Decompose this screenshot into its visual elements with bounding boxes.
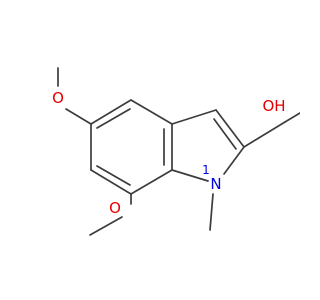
methoxy-oxygen-lower-label: O — [109, 199, 121, 217]
bond-c6-c7 — [90, 169, 132, 195]
bond-c4-c5 — [90, 99, 132, 125]
bond-c4-c5-inner — [96, 108, 131, 129]
bond-ch2-oh — [284, 112, 300, 123]
bond-n1-c7a — [171, 169, 209, 182]
bond-c3a-c4 — [130, 99, 173, 125]
bond-c7-c7a — [130, 169, 173, 195]
hydroxyl-label: OH — [262, 97, 285, 115]
bond-c6-c7-inner — [96, 165, 131, 186]
bond-c2-n1 — [223, 146, 245, 175]
bond-c3-c2 — [215, 109, 245, 148]
bond-c5-o-upper — [65, 108, 92, 125]
methoxy-oxygen-upper-label: O — [52, 89, 64, 107]
bond-o-lower-methyl — [89, 216, 123, 236]
molecule-structure-diagram: O O OH N 1 — [52, 67, 300, 236]
bond-c3-c2-inner — [213, 118, 237, 150]
bond-n1-methyl — [209, 193, 214, 231]
atom-label-group: O O OH N 1 — [52, 89, 285, 217]
bond-c2-ch2 — [243, 121, 286, 148]
bond-c3a-c3 — [171, 109, 217, 125]
nitrogen-label: N — [210, 175, 221, 193]
bond-group — [57, 67, 300, 236]
nitrogen-locant-label: 1 — [202, 163, 210, 177]
